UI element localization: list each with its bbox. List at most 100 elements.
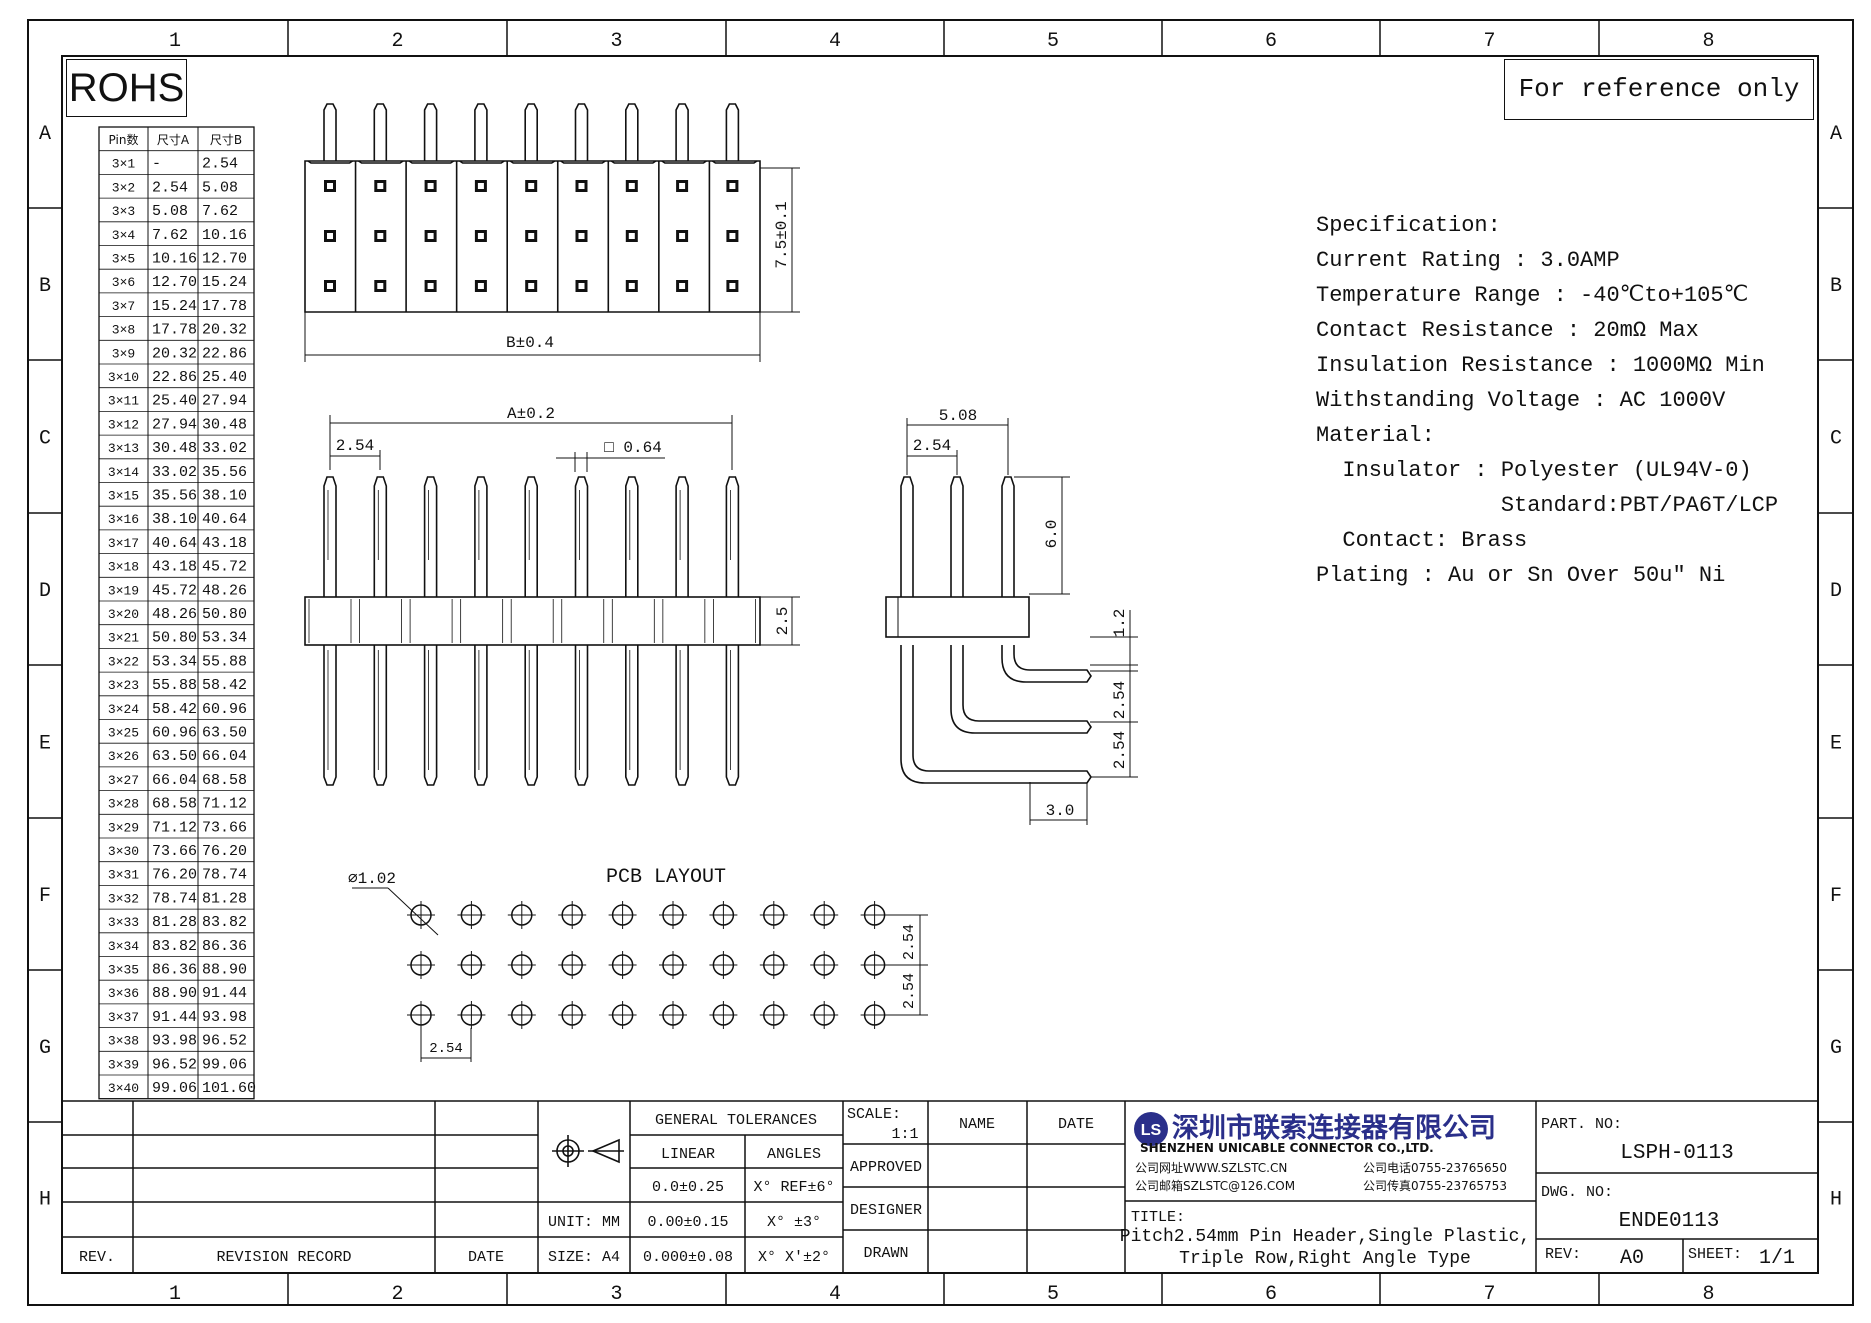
pcb-hole-dim: ⌀1.02 <box>348 870 396 888</box>
spec-line: Material: <box>1316 423 1435 448</box>
linear-tol-3: 0.000±0.08 <box>643 1249 733 1266</box>
pin-table-cell-a: 12.70 <box>152 274 197 291</box>
front-view-pin-tail <box>423 645 438 786</box>
pcb-pitch-h: 2.54 <box>429 1041 463 1057</box>
pin-table-cell-pins: 3×8 <box>112 323 135 338</box>
pin-table-cell-b: 86.36 <box>202 938 247 955</box>
pin-table-cell-pins: 3×34 <box>108 939 139 954</box>
pin-table-cell-b: 76.20 <box>202 843 247 860</box>
front-view-pin-tail <box>524 645 538 786</box>
zone-col-bottom: 8 <box>1702 1283 1714 1306</box>
pin-table-cell-pins: 3×32 <box>108 891 139 906</box>
top-view-notch <box>408 160 455 164</box>
top-view-square-pin-inner <box>427 183 434 189</box>
top-view-square-pin-inner <box>427 283 434 289</box>
dim-front-body: 2.5 <box>774 607 792 636</box>
front-view-pin <box>574 476 589 597</box>
zone-row-left: B <box>39 275 51 298</box>
pin-table-cell-pins: 3×22 <box>108 654 139 669</box>
scale-label: SCALE: <box>847 1106 901 1123</box>
pin-table-cell-a: 63.50 <box>152 748 197 765</box>
revision-record-label: REVISION RECORD <box>216 1249 351 1266</box>
top-view-square-pin-inner <box>578 183 585 189</box>
top-view-notch <box>509 160 556 164</box>
pcb-leader <box>387 887 439 936</box>
title-block <box>62 1100 1818 1273</box>
zone-col-bottom: 3 <box>610 1283 622 1306</box>
drawing-title-line1: Pitch2.54mm Pin Header,Single Plastic, <box>1120 1227 1530 1247</box>
side-view-pin <box>1001 476 1015 597</box>
top-view-notch <box>711 160 758 164</box>
zone-col-bottom: 7 <box>1483 1283 1495 1306</box>
top-view-square-pin-inner <box>729 183 736 189</box>
part-no-label: PART. NO: <box>1541 1116 1622 1133</box>
pin-table-cell-a: 66.04 <box>152 772 197 789</box>
pin-table-cell-a: 17.78 <box>152 322 197 339</box>
front-view-pin-tail <box>574 645 589 786</box>
pin-table-cell-a: - <box>152 156 161 173</box>
top-view-square-pin-inner <box>679 233 686 239</box>
pin-table-cell-b: 33.02 <box>202 440 247 457</box>
dwg-no-value: ENDE0113 <box>1619 1210 1720 1233</box>
pin-table-cell-pins: 3×7 <box>112 299 135 314</box>
pin-table-cell-b: 88.90 <box>202 962 247 979</box>
zone-row-left: G <box>39 1037 51 1060</box>
pin-table-header: Pin数 <box>109 132 139 147</box>
pin-table-header: 尺寸B <box>210 133 242 147</box>
side-view <box>885 418 1138 825</box>
front-view-pin <box>423 476 438 597</box>
top-view-notch <box>358 160 404 164</box>
pin-table-cell-a: 88.90 <box>152 985 197 1002</box>
pin-table-cell-pins: 3×26 <box>108 749 139 764</box>
front-view <box>304 415 800 786</box>
top-view-notch <box>459 160 505 164</box>
zone-col-top: 2 <box>391 30 403 53</box>
top-view-notch <box>307 160 353 164</box>
angle-tol-2: X° ±3° <box>767 1214 821 1231</box>
spec-line: Current Rating : 3.0AMP <box>1316 248 1620 273</box>
size-label: SIZE: A4 <box>548 1249 620 1266</box>
spec-line: Specification: <box>1316 213 1501 238</box>
top-view-square-pin-inner <box>377 233 384 239</box>
pin-table-cell-b: 10.16 <box>202 227 247 244</box>
angle-tol-3: X° X'±2° <box>758 1249 830 1266</box>
outer-frame <box>27 19 1854 1306</box>
top-view <box>304 103 800 362</box>
pin-table-cell-pins: 3×18 <box>108 560 139 575</box>
pin-table-cell-b: 66.04 <box>202 748 247 765</box>
pin-table-cell-pins: 3×15 <box>108 489 139 504</box>
zone-col-bottom: 2 <box>391 1283 403 1306</box>
front-view-pin-tail <box>675 645 689 786</box>
company-logo: LS <box>1134 1112 1168 1146</box>
pin-table-cell-a: 27.94 <box>152 416 197 433</box>
pin-table-cell-pins: 3×36 <box>108 986 139 1001</box>
zone-row-right: F <box>1830 885 1842 908</box>
spec-line: Insulator : Polyester (UL94V-0) <box>1316 458 1752 483</box>
top-view-square-pin-inner <box>528 283 535 289</box>
top-view-pin <box>675 103 689 161</box>
drawing-title-line2: Triple Row,Right Angle Type <box>1179 1249 1471 1269</box>
pin-table-cell-pins: 3×5 <box>112 252 135 267</box>
dim-front-pin: □ 0.64 <box>604 439 662 457</box>
pin-table-cell-b: 22.86 <box>202 345 247 362</box>
top-view-pin <box>524 103 538 161</box>
pin-table-cell-a: 93.98 <box>152 1033 197 1050</box>
pin-table-cell-pins: 3×23 <box>108 678 139 693</box>
pin-table-cell-pins: 3×13 <box>108 441 139 456</box>
top-view-square-pin-inner <box>679 283 686 289</box>
top-view-notch <box>661 160 707 164</box>
pin-table-cell-b: 7.62 <box>202 203 238 220</box>
rohs-label: ROHS <box>66 59 187 117</box>
angle-tol-1: X° REF±6° <box>753 1179 834 1196</box>
pin-table-cell-pins: 3×11 <box>108 394 139 409</box>
pin-table-cell-pins: 3×33 <box>108 915 139 930</box>
top-view-square-pin-inner <box>377 183 384 189</box>
dim-side-row2: 2.54 <box>1111 731 1129 769</box>
top-view-square-pin-inner <box>377 283 384 289</box>
linear-label: LINEAR <box>661 1146 715 1163</box>
pin-table-cell-b: 35.56 <box>202 464 247 481</box>
pin-table-cell-a: 55.88 <box>152 677 197 694</box>
top-view-square-pin-inner <box>578 283 585 289</box>
pin-table-cell-b: 45.72 <box>202 559 247 576</box>
